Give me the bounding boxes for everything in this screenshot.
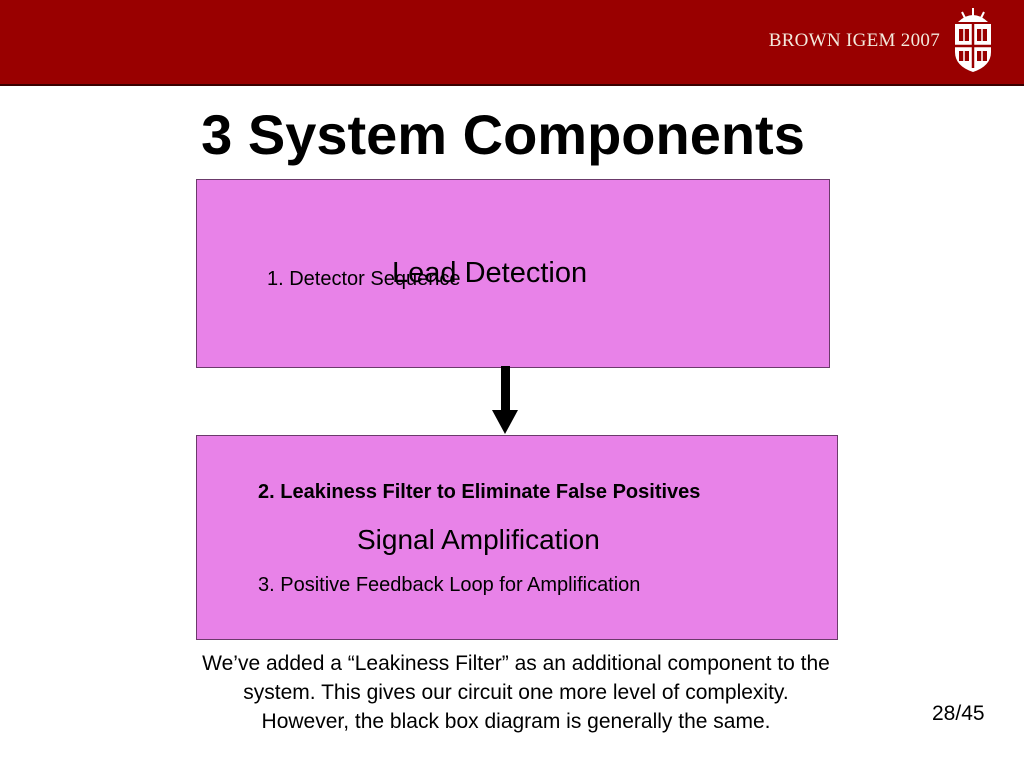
signal-amplification-box: 2. Leakiness Filter to Eliminate False P…: [196, 435, 838, 640]
header-banner: BROWN IGEM 2007: [0, 0, 1024, 86]
detector-sequence-item: 1. Detector Sequence: [267, 268, 461, 290]
brown-university-seal-icon: [955, 8, 991, 72]
leakiness-filter-item: 2. Leakiness Filter to Eliminate False P…: [258, 481, 701, 503]
down-arrow-icon: [492, 366, 518, 434]
signal-amplification-label: Signal Amplification: [357, 524, 600, 555]
positive-feedback-item: 3. Positive Feedback Loop for Amplificat…: [258, 574, 641, 596]
caption-line: system. This gives our circuit one more …: [243, 681, 789, 704]
brand-text: BROWN IGEM 2007: [768, 30, 940, 51]
lead-detection-box: 1. Detector Sequence Lead Detection: [196, 179, 830, 368]
slide-title: 3 System Components: [201, 103, 805, 166]
caption-line: We’ve added a “Leakiness Filter” as an a…: [202, 652, 830, 675]
caption-line: However, the black box diagram is genera…: [261, 710, 771, 733]
lead-detection-label: Lead Detection: [392, 257, 588, 289]
slide-caption: We’ve added a “Leakiness Filter” as an a…: [116, 649, 916, 736]
page-number: 28/45: [932, 702, 985, 725]
